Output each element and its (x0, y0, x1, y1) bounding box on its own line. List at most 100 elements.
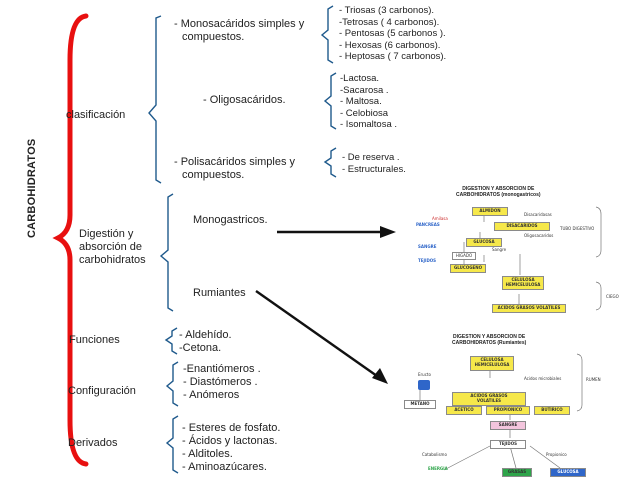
d2-rumen: RUMEN (586, 377, 601, 382)
d1-disacaridos: DISACARIDOS (494, 222, 550, 231)
d2-agv-line-2: VOLATILES (476, 398, 502, 403)
configuracion-item: - Diastómeros . (183, 376, 258, 388)
d1-higado: HIGADO (452, 252, 476, 260)
d2-celulosa-line-1: CELULOSA (480, 357, 504, 362)
d2-agv: ACIDOS GRASOS VOLATILES (452, 392, 526, 406)
funcion-item: -Cetona. (179, 342, 222, 354)
list-configuracion: -Enantiómeros . - Diastómeros . - Anómer… (183, 363, 261, 402)
d2-celulosa-line-2: HEMICELULOSA (474, 362, 510, 367)
bracket-funciones (164, 327, 178, 355)
item-polisacaridos-line-2: compuestos. (182, 169, 245, 181)
d2-metano: METANO (404, 400, 436, 409)
bracket-poli (323, 147, 337, 178)
d1-amilasa: Amilasa (432, 216, 448, 221)
derivado-item: - Ácidos y lactonas. (182, 435, 278, 447)
bracket-configuracion (165, 361, 179, 407)
d1-oligosacaridos: Oligosacaridos (524, 233, 554, 238)
d1-almidon: ALMIDON (472, 207, 508, 216)
d2-propionico: PROPIONICO (486, 406, 530, 415)
item-monosacaridos-line-2: compuestos. (182, 31, 245, 43)
mono-type-item: - Triosas (3 carbonos). (339, 5, 435, 16)
list-poli-types: - De reserva . - Estructurales. (342, 152, 406, 175)
d2-eructo: Eructo (418, 372, 431, 377)
d2-energia: ENERGIA (428, 466, 448, 471)
bracket-derivados (165, 415, 179, 474)
diagram2-title-line-1: DIGESTION Y ABSORCION DE (453, 334, 526, 340)
d2-sangre: SANGRE (490, 421, 526, 430)
label-derivados: Derivados (68, 437, 118, 449)
oligo-type-item: -Lactosa. (340, 73, 380, 84)
item-oligosacaridos: - Oligosacáridos. (203, 94, 286, 106)
label-clasificacion: clasificación (66, 109, 126, 121)
d1-disacaridasas: Disacaridasas (524, 212, 552, 217)
derivado-item: - Alditoles. (182, 448, 233, 460)
mono-type-item: -Tetrosas ( 4 carbonos). (339, 16, 440, 28)
oligo-type-item: - Celobiosa (340, 107, 389, 119)
d1-celulosa-line-2: HEMICELULOSA (505, 282, 541, 287)
item-rumiantes: Rumiantes (193, 287, 246, 299)
diagram2-title: DIGESTION Y ABSORCION DE CARBOHIDRATOS (… (452, 334, 526, 346)
poli-type-item: - De reserva . (342, 152, 400, 163)
mono-type-item: - Heptosas ( 7 carbonos). (339, 51, 447, 63)
d1-agv: ACIDOS GRASOS VOLATILES (492, 304, 566, 313)
d1-tejidos: TEJIDOS (418, 258, 437, 263)
diagram1-title-line-1: DIGESTION Y ABSORCION DE (462, 186, 535, 192)
derivado-item: - Aminoazúcares. (182, 461, 267, 473)
d2-catabolismo: Catabolismo (422, 452, 447, 457)
label-digestion-line-2: absorción de (79, 241, 142, 253)
label-configuracion: Configuración (68, 385, 136, 397)
red-brace (52, 13, 89, 467)
list-mono-types: - Triosas (3 carbonos). -Tetrosas ( 4 ca… (339, 5, 446, 63)
label-digestion: Digestión y absorción de carbohidratos (79, 228, 146, 267)
oligo-type-item: -Sacarosa . (340, 84, 389, 96)
bracket-digestion (159, 193, 174, 312)
configuracion-item: - Anómeros (183, 389, 240, 401)
item-monosacaridos-line-1: - Monosacáridos simples y (174, 18, 305, 30)
diagram2-title-line-2: CARBOHIDRATOS (Rumiantes) (452, 340, 527, 346)
bracket-clasificacion (148, 15, 162, 184)
d2-acidos-microbiales: Acidos microbiales (524, 376, 562, 381)
d1-ciego: CIEGO (606, 294, 619, 299)
d1-celulosa: CELULOSA HEMICELULOSA (502, 276, 544, 290)
d2-grasas: GRASAS (502, 468, 532, 477)
diagram1-title-line-2: CARBOHIDRATOS (monogastricos) (456, 192, 541, 198)
oligo-type-item: - Isomaltosa . (340, 119, 398, 131)
d1-celulosa-line-1: CELULOSA (511, 277, 535, 282)
diagram-monogastricos: DIGESTION Y ABSORCION DE CARBOHIDRATOS (… (396, 186, 604, 314)
d2-propionico-small: Propionico (546, 452, 567, 457)
d2-celulosa: CELULOSA HEMICELULOSA (470, 356, 514, 371)
label-digestion-line-3: carbohidratos (79, 254, 146, 266)
d1-tubo-digestivo: TUBO DIGESTIVO (560, 226, 595, 231)
bracket-oligo (323, 72, 337, 130)
configuracion-item: -Enantiómeros . (183, 363, 261, 375)
derivado-item: - Esteres de fosfato. (182, 422, 281, 434)
list-oligo-types: -Lactosa. -Sacarosa . - Maltosa. - Celob… (340, 73, 397, 131)
oligo-type-item: - Maltosa. (340, 96, 382, 108)
mono-type-item: - Hexosas (6 carbonos). (339, 39, 441, 51)
list-funciones: - Aldehído. -Cetona. (179, 329, 232, 355)
item-polisacaridos-line-1: - Polisacáridos simples y (174, 156, 296, 168)
label-digestion-line-1: Digestión y (79, 228, 134, 240)
item-polisacaridos: - Polisacáridos simples y compuestos. (174, 156, 295, 182)
arrow-rumiantes (255, 290, 378, 377)
d2-tejidos: TEJIDOS (490, 440, 526, 449)
poli-type-item: - Estructurales. (342, 163, 406, 175)
d2-butirico: BUTIRICO (534, 406, 570, 415)
d2-agv-line-1: ACIDOS GRASOS (470, 393, 508, 398)
diagram1-title: DIGESTION Y ABSORCION DE CARBOHIDRATOS (… (456, 186, 541, 198)
d1-sangre-right: Sangre (492, 247, 507, 252)
list-derivados: - Esteres de fosfato. - Ácidos y lactona… (182, 422, 280, 474)
d2-acetico: ACETICO (446, 406, 482, 415)
d1-pancreas: PANCREAS (416, 222, 440, 227)
d2-eructo-icon (418, 380, 430, 390)
mono-type-item: - Pentosas (5 carbonos ). (339, 28, 446, 40)
d1-sangre: SANGRE (418, 244, 437, 249)
d2-glucosa: GLUCOSA (550, 468, 586, 477)
d1-glucosa: GLUCOSA (466, 238, 502, 247)
item-monogastricos: Monogastricos. (193, 214, 268, 226)
bracket-mono (320, 5, 334, 64)
funcion-item: - Aldehído. (179, 329, 232, 341)
label-funciones: Funciones (69, 334, 120, 346)
d1-glucogeno: GLUCOGENO (450, 264, 486, 273)
item-monosacaridos: - Monosacáridos simples y compuestos. (174, 18, 304, 44)
